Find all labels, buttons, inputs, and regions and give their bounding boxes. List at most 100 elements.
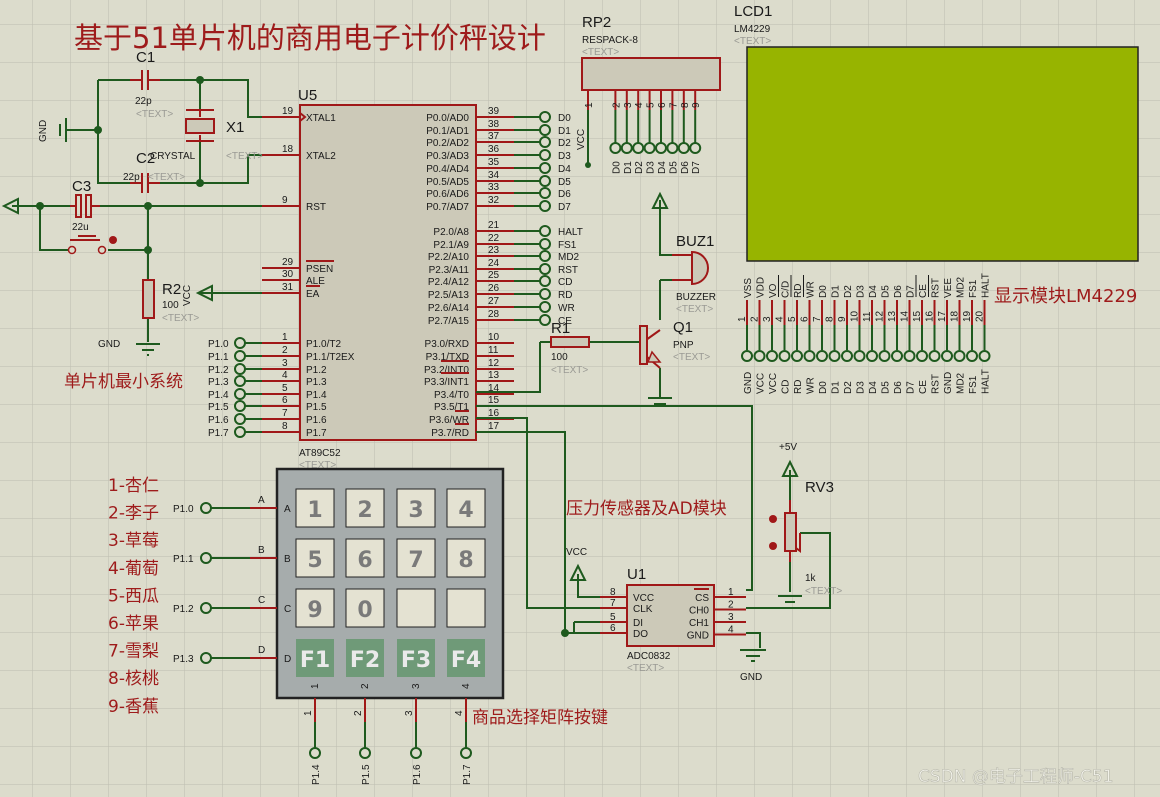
keypad-key-F4[interactable] bbox=[447, 639, 485, 677]
net-terminal-P1.2[interactable] bbox=[200, 602, 212, 614]
net-terminal-RD[interactable] bbox=[539, 288, 551, 300]
net-terminal-P1.0[interactable] bbox=[234, 337, 246, 349]
net-label: P1.0 bbox=[173, 504, 194, 515]
keypad-key-label: 2 bbox=[357, 498, 372, 523]
keypad-key-blank-2[interactable] bbox=[396, 588, 436, 628]
keypad-key-F2[interactable] bbox=[346, 639, 384, 677]
net-terminal-D7[interactable] bbox=[903, 350, 916, 362]
keypad-key-2[interactable] bbox=[345, 488, 385, 528]
net-terminal-P1.6[interactable] bbox=[410, 747, 422, 759]
r1-value: 100 bbox=[551, 352, 568, 363]
adc-pin-number: 1 bbox=[728, 587, 734, 598]
net-terminal-MD2[interactable] bbox=[953, 350, 966, 362]
net-label: VCC bbox=[576, 129, 587, 150]
net-terminal-D6[interactable] bbox=[891, 350, 903, 362]
net-terminal-P1.4[interactable] bbox=[309, 747, 321, 759]
net-terminal-D1[interactable] bbox=[828, 350, 841, 362]
net-terminal-RD[interactable] bbox=[791, 350, 803, 362]
net-terminal-GND[interactable] bbox=[741, 350, 753, 362]
net-terminal-WR[interactable] bbox=[539, 301, 551, 313]
net-terminal-D0[interactable] bbox=[816, 350, 828, 362]
net-terminal-RST[interactable] bbox=[928, 350, 941, 362]
u5-pin-name: P1.7 bbox=[306, 428, 327, 439]
net-terminal-P1.5[interactable] bbox=[234, 400, 246, 412]
net-terminal-D6[interactable] bbox=[539, 187, 551, 199]
net-terminal-P1.1[interactable] bbox=[234, 350, 246, 362]
net-terminal-WR[interactable] bbox=[803, 350, 816, 362]
net-terminal-FS1[interactable] bbox=[539, 238, 551, 250]
keypad-key-6[interactable] bbox=[345, 538, 385, 578]
net-terminal-D0[interactable] bbox=[539, 111, 551, 123]
net-terminal-D5[interactable] bbox=[666, 142, 679, 154]
net-terminal-D7[interactable] bbox=[539, 200, 551, 212]
u5-pin-name: P1.1/T2EX bbox=[306, 352, 355, 363]
keypad-key-5[interactable] bbox=[295, 538, 335, 578]
net-terminal-GND[interactable] bbox=[941, 350, 953, 362]
net-terminal-D1[interactable] bbox=[620, 142, 633, 154]
net-terminal-D4[interactable] bbox=[539, 162, 551, 174]
net-terminal-D4[interactable] bbox=[655, 142, 667, 154]
net-terminal-P1.5[interactable] bbox=[359, 747, 371, 759]
keypad-key-4[interactable] bbox=[446, 488, 486, 528]
net-terminal-D2[interactable] bbox=[539, 136, 551, 148]
net-terminal-D2[interactable] bbox=[841, 350, 853, 362]
u1-body[interactable] bbox=[626, 584, 715, 647]
net-terminal-D5[interactable] bbox=[539, 175, 551, 187]
net-terminal-D5[interactable] bbox=[878, 350, 891, 362]
rv3-pin-down[interactable] bbox=[769, 542, 777, 550]
net-terminal-CE[interactable] bbox=[539, 314, 551, 326]
keypad-key-F1[interactable] bbox=[296, 639, 334, 677]
net-terminal-D0[interactable] bbox=[609, 142, 622, 154]
keypad-key-F3[interactable] bbox=[397, 639, 435, 677]
rv3-pin-up[interactable] bbox=[769, 515, 777, 523]
u5-pin-name: P1.4 bbox=[306, 390, 327, 401]
net-terminal-D3[interactable] bbox=[643, 142, 656, 154]
net-terminal-D3[interactable] bbox=[853, 350, 866, 362]
net-terminal-CD[interactable] bbox=[778, 350, 791, 362]
net-terminal-P1.7[interactable] bbox=[460, 747, 472, 759]
q1-value: PNP bbox=[673, 340, 694, 351]
u5-pin-number: 4 bbox=[282, 370, 288, 381]
keypad-key-1[interactable] bbox=[295, 488, 335, 528]
rp2-pin-number: 3 bbox=[623, 102, 634, 108]
u5-body[interactable] bbox=[299, 104, 477, 441]
net-terminal-P1.2[interactable] bbox=[234, 363, 246, 375]
net-terminal-D2[interactable] bbox=[632, 142, 645, 154]
net-terminal-P1.6[interactable] bbox=[234, 413, 246, 425]
lcd-screen[interactable] bbox=[746, 46, 1139, 262]
net-terminal-HALT[interactable] bbox=[539, 225, 551, 237]
net-terminal-D3[interactable] bbox=[539, 149, 551, 161]
net-terminal-P1.4[interactable] bbox=[234, 388, 246, 400]
q1-ref: Q1 bbox=[673, 319, 693, 336]
net-terminal-RST[interactable] bbox=[539, 263, 551, 275]
rp2-body[interactable] bbox=[581, 57, 721, 91]
keypad-key-0[interactable] bbox=[345, 588, 385, 628]
net-terminal-VCC[interactable] bbox=[753, 350, 766, 362]
net-terminal-D4[interactable] bbox=[866, 350, 878, 362]
net-terminal-CD[interactable] bbox=[539, 275, 551, 287]
net-terminal-CE[interactable] bbox=[916, 350, 928, 362]
net-terminal-D6[interactable] bbox=[677, 142, 690, 154]
net-terminal-VCC[interactable] bbox=[766, 350, 778, 362]
net-terminal-P1.7[interactable] bbox=[234, 426, 246, 438]
keypad-key-7[interactable] bbox=[396, 538, 436, 578]
product-item: 2-李子 bbox=[108, 504, 159, 524]
rp2-pin-number: 4 bbox=[634, 102, 645, 108]
keypad-key-3[interactable] bbox=[396, 488, 436, 528]
keypad-key-9[interactable] bbox=[295, 588, 335, 628]
rv3-body[interactable] bbox=[784, 512, 797, 552]
net-terminal-P1.3[interactable] bbox=[200, 652, 212, 664]
net-label: D3 bbox=[558, 151, 571, 162]
net-terminal-P1.1[interactable] bbox=[200, 552, 212, 564]
u5-pin-name: EA bbox=[306, 289, 320, 300]
net-terminal-D1[interactable] bbox=[539, 124, 551, 136]
keypad-key-8[interactable] bbox=[446, 538, 486, 578]
net-terminal-P1.3[interactable] bbox=[234, 375, 246, 387]
net-terminal-MD2[interactable] bbox=[539, 250, 551, 262]
net-terminal-FS1[interactable] bbox=[966, 350, 978, 362]
keypad-key-blank-3[interactable] bbox=[446, 588, 486, 628]
net-terminal-P1.0[interactable] bbox=[200, 502, 212, 514]
net-terminal-D7[interactable] bbox=[689, 142, 702, 154]
net-terminal-HALT[interactable] bbox=[978, 350, 991, 362]
